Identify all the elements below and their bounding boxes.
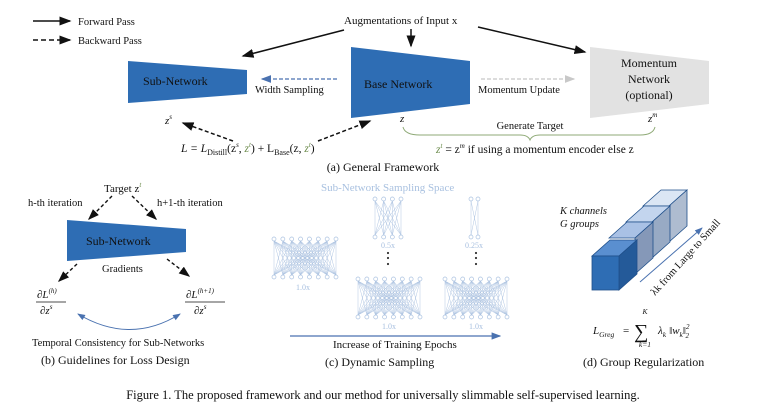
gradients-label: Gradients <box>102 264 143 275</box>
grad-right-denominator: ∂zs <box>194 303 207 317</box>
loss-to-zs-arrow <box>181 122 234 142</box>
temporal-consistency-arc <box>77 313 181 330</box>
momentum-network-shape <box>590 47 709 118</box>
greg-eq: = <box>623 325 629 337</box>
net-label-4: 0.25x <box>465 241 483 250</box>
network-1x-first <box>271 236 339 280</box>
panel-loss-design: Target zt h-th iteration h+1-th iteratio… <box>28 181 225 367</box>
sampling-space-title: Sub-Network Sampling Space <box>321 182 454 194</box>
target-to-h-arrow <box>88 195 113 220</box>
width-sampling-label: Width Sampling <box>255 85 324 96</box>
sub-network-shape-b <box>67 220 186 261</box>
sum-symbol: ∑ <box>634 321 648 343</box>
network-0.5x <box>372 196 404 240</box>
grad-right-numerator: ∂L(h+1) <box>186 287 215 301</box>
legend: Forward Pass Backward Pass <box>33 16 142 47</box>
network-1x-second <box>355 276 423 320</box>
sub-network-label-b: Sub-Network <box>86 234 151 248</box>
net-label-2: 0.5x <box>381 241 395 250</box>
h1-iteration-label: h+1-th iteration <box>157 198 223 209</box>
panel-group-regularization: K channels G groups λk from Large to Sma… <box>559 189 723 369</box>
lambda-direction-arrow <box>639 227 703 283</box>
grad-left-denominator: ∂zs <box>40 303 53 317</box>
z-label: z <box>399 113 405 125</box>
greg-lhs: LGreg <box>592 325 615 339</box>
g-groups-label: G groups <box>560 219 599 230</box>
grad-left-arrow <box>57 263 78 282</box>
legend-forward-label: Forward Pass <box>78 17 135 28</box>
input-to-sub-arrow <box>241 29 345 58</box>
network-1x-third <box>442 276 510 320</box>
zm-label: zm <box>647 111 657 125</box>
momentum-update-label: Momentum Update <box>478 85 560 96</box>
base-network-shape <box>351 47 470 118</box>
caption-general-framework: (a) General Framework <box>327 160 440 174</box>
sub-network-label: Sub-Network <box>143 74 208 88</box>
target-zt-label: Target zt <box>104 181 142 195</box>
generate-target-brace <box>402 126 656 142</box>
sum-lower: k=1 <box>639 340 651 349</box>
target-to-h1-arrow <box>131 195 158 220</box>
ellipsis-dots <box>386 251 478 266</box>
panel-general-framework: Augmentations of Input x Sub-Network Bas… <box>128 15 709 174</box>
panel-dynamic-sampling: Sub-Network Sampling Space 1.0x 0.5x 1.0… <box>271 182 510 369</box>
zs-label: zs <box>164 113 172 127</box>
grad-left-numerator: ∂L(h) <box>37 287 57 301</box>
momentum-network-label-2: Network <box>628 72 670 86</box>
net-label-3: 1.0x <box>382 322 396 331</box>
net-label-5: 1.0x <box>469 322 483 331</box>
network-diagrams <box>271 196 510 320</box>
network-0.25x <box>468 196 481 240</box>
sub-network-shape <box>128 61 247 103</box>
figure-caption: Figure 1. The proposed framework and our… <box>126 388 640 402</box>
base-network-label: Base Network <box>364 77 432 91</box>
channel-groups-bar <box>590 189 689 291</box>
k-channels-label: K channels <box>559 206 607 217</box>
loss-formula: L = LDistill(zs, zt) + LBase(z, zt) <box>180 141 315 157</box>
momentum-network-label-3: (optional) <box>625 88 672 102</box>
net-label-1: 1.0x <box>296 283 310 292</box>
input-to-momentum-arrow <box>477 26 587 54</box>
momentum-network-label-1: Momentum <box>621 56 678 70</box>
caption-group-regularization: (d) Group Regularization <box>583 355 704 369</box>
grad-right-arrow <box>166 258 191 277</box>
caption-dynamic-sampling: (c) Dynamic Sampling <box>325 355 434 369</box>
legend-backward-label: Backward Pass <box>78 36 142 47</box>
target-equation: zt = zm if using a momentum encoder else… <box>435 142 634 156</box>
h-iteration-label: h-th iteration <box>28 198 83 209</box>
loss-to-base-arrow <box>317 120 372 142</box>
temporal-consistency-label: Temporal Consistency for Sub-Networks <box>32 338 204 349</box>
caption-loss-design: (b) Guidelines for Loss Design <box>41 353 190 367</box>
input-label: Augmentations of Input x <box>344 15 458 27</box>
training-epochs-label: Increase of Training Epochs <box>333 339 457 351</box>
sum-upper: K <box>641 307 648 316</box>
generate-target-label: Generate Target <box>497 121 564 132</box>
